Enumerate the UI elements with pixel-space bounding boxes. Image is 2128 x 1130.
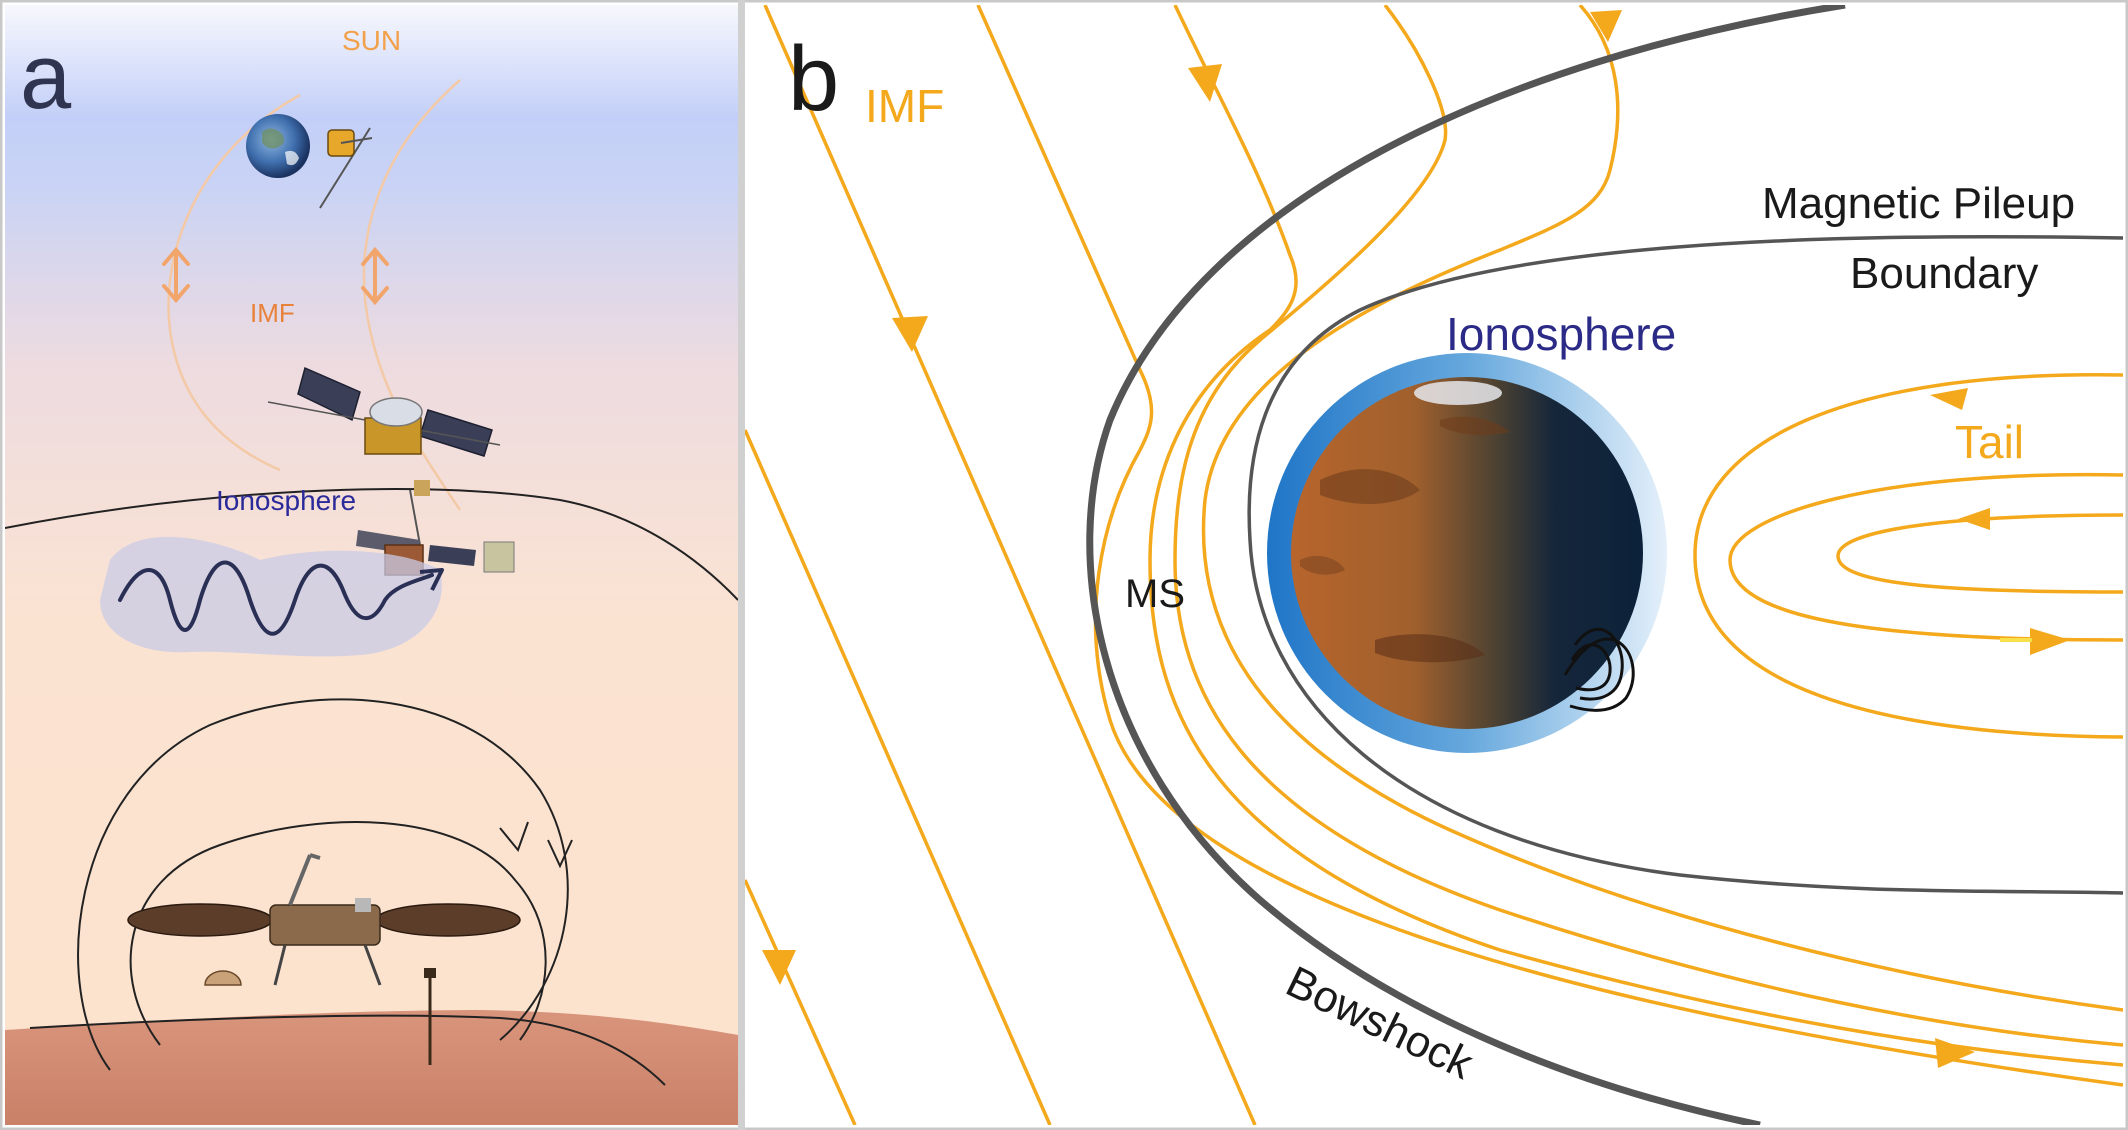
draped-line-3 [1173,5,2123,1047]
draped-field-lines [976,5,2123,1087]
draped-line-2 [1148,5,2123,1067]
imf-arrow-right-icon [361,246,389,306]
panel-b-ionosphere-label: Ionosphere [1446,308,1676,360]
draped-arrow-icon-1 [1188,64,1222,102]
crustal-loops-icon [1563,627,1635,712]
tail-arrow-icon-1 [1930,388,1968,410]
imf-arrow-left-icon [162,246,190,304]
panel-a-ionosphere-label: Ionosphere [216,485,356,516]
magnetic-pileup-boundary-line [1247,234,2123,895]
field-arrow-icon [499,821,529,853]
draped-arrow-icon-3 [1935,1038,1975,1068]
mpb-label-line2: Boundary [1850,249,2038,298]
sun-label: SUN [342,25,401,56]
panel-a-imf-line-left [167,93,301,472]
orbiter-spacecraft-icon [267,366,501,457]
imf-arrow-icon-1 [892,316,928,352]
panel-b: b IMF Magnetic Pileup Boundary Ionospher… [745,5,2123,1125]
polar-cap [1414,381,1502,405]
plasma-wave-line [118,560,434,636]
tail-loop-outer [1693,373,2123,739]
imf-field-lines [745,5,1257,1125]
panel-b-letter: b [788,28,839,130]
ionosphere-boundary-line [5,488,738,601]
solar-wind-satellite-icon [319,127,373,209]
crustal-field-loop-inner [129,821,547,1046]
panel-b-imf-label: IMF [865,80,944,132]
imf-line-3 [745,879,857,1125]
draped-line-4 [1201,5,2123,1012]
mpb-label-line1: Magnetic Pileup [1762,179,2075,228]
bowshock-line [1086,5,1846,1125]
tail-label: Tail [1955,416,2024,468]
panel-a-letter: a [20,26,72,128]
tail-loop-middle [1728,472,2123,642]
ms-label: MS [1125,572,1185,616]
ground-horizon-line [29,1014,666,1086]
plasma-wave-arrow-icon [419,568,444,591]
tail-arrow-icon-3 [2030,628,2070,655]
field-arrow-icon-2 [547,839,573,869]
panel-a-imf-label: IMF [250,298,295,328]
imf-line-1 [763,5,1257,1125]
crustal-field-loop-outer [77,698,569,1071]
mars-ground [5,1010,738,1125]
panel-a: a SUN IMF Ionosphere [5,5,738,1125]
imf-arrow-icon-2 [762,950,796,985]
insight-lander-icon [127,853,521,1065]
tail-arrow-icon-2 [1958,508,1990,530]
mars-surface-features [1300,416,1510,663]
imf-line-2 [745,429,1052,1125]
draped-arrow-icon-2 [1590,10,1622,42]
earth-icon [246,114,310,178]
draped-line-1 [976,5,2123,1087]
plasma-cloud [100,536,442,657]
panel-divider [738,0,745,1130]
